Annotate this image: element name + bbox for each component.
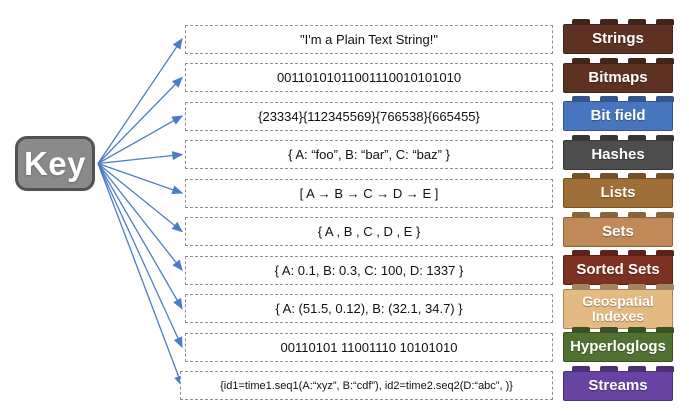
brick-stud xyxy=(600,173,618,179)
brick-stud xyxy=(628,19,646,25)
brick-sorted-sets: Sorted Sets xyxy=(563,250,674,285)
value-box-sets: { A , B , C , D , E } xyxy=(185,217,553,246)
brick-label: Bit field xyxy=(590,107,646,125)
value-box-bitmaps: 00110101011001110010101010 xyxy=(185,63,553,92)
brick-geospatial-indexes: Geospatial Indexes xyxy=(563,283,674,329)
brick-stud xyxy=(572,134,590,141)
value-box-sorted-sets: { A: 0.1, B: 0.3, C: 100, D: 1337 } xyxy=(185,255,553,285)
brick-stud xyxy=(572,19,590,25)
brick-stud xyxy=(600,365,618,372)
brick-stud xyxy=(628,365,646,372)
key-to-value-arrow xyxy=(97,37,183,164)
brick-stud xyxy=(572,327,590,333)
brick-stud xyxy=(656,173,674,179)
key-to-value-arrow xyxy=(97,162,184,195)
brick-stud xyxy=(600,327,618,333)
brick-stud xyxy=(628,211,646,218)
brick-lists: Lists xyxy=(563,173,674,208)
key-node: Key xyxy=(15,136,95,191)
brick-stud xyxy=(628,250,646,256)
brick-streams: Streams xyxy=(563,365,674,401)
value-box-strings: "I'm a Plain Text String!" xyxy=(185,24,553,54)
key-to-value-arrow xyxy=(97,115,184,165)
brick-stud xyxy=(572,283,590,290)
value-box-bit-field: {23334}{112345569}{766538}{665455} xyxy=(185,101,553,131)
brick-stud xyxy=(600,283,618,290)
brick-label: Sets xyxy=(602,222,634,240)
brick-stud xyxy=(656,96,674,102)
brick-strings: Strings xyxy=(563,19,674,54)
brick-label: Strings xyxy=(592,30,644,48)
brick-label: Lists xyxy=(600,184,636,202)
brick-label: Bitmaps xyxy=(588,68,648,86)
key-to-value-arrow xyxy=(97,151,184,165)
brick-stud xyxy=(656,211,674,218)
brick-stud xyxy=(628,96,646,102)
brick-stud xyxy=(628,57,646,64)
value-box-geospatial-indexes: { A: (51.5, 0.12), B: (32.1, 34.7) } xyxy=(185,294,553,323)
brick-stud xyxy=(656,283,674,290)
brick-stud xyxy=(600,211,618,218)
brick-stud xyxy=(628,134,646,141)
brick-stud xyxy=(628,283,646,290)
brick-label: Streams xyxy=(588,376,648,394)
key-to-value-arrow xyxy=(97,163,183,349)
key-label: Key xyxy=(23,144,87,182)
brick-stud xyxy=(656,365,674,372)
brick-stud xyxy=(572,250,590,256)
brick-hyperloglogs: Hyperloglogs xyxy=(563,327,674,362)
brick-stud xyxy=(600,96,618,102)
brick-stud xyxy=(656,327,674,333)
brick-stud xyxy=(572,211,590,218)
value-box-lists: [ A → B → C → D → E ] xyxy=(185,178,553,208)
brick-stud xyxy=(572,173,590,179)
brick-stud xyxy=(628,327,646,333)
brick-label: Hashes xyxy=(591,145,645,163)
key-to-value-arrow xyxy=(97,163,183,387)
brick-stud xyxy=(656,19,674,25)
brick-bitmaps: Bitmaps xyxy=(563,57,674,93)
brick-bit-field: Bit field xyxy=(563,96,674,131)
brick-hashes: Hashes xyxy=(563,134,674,170)
brick-label: Hyperloglogs xyxy=(570,338,666,356)
brick-stud xyxy=(600,250,618,256)
brick-stud xyxy=(572,365,590,372)
brick-stud xyxy=(572,96,590,102)
brick-stud xyxy=(572,57,590,64)
brick-label: Geospatial Indexes xyxy=(582,293,654,324)
brick-stud xyxy=(656,250,674,256)
key-to-value-arrow xyxy=(97,162,184,233)
brick-sets: Sets xyxy=(563,211,674,247)
key-to-value-arrow xyxy=(97,163,183,310)
value-box-hyperloglogs: 00110101 11001110 10101010 xyxy=(185,332,553,362)
brick-label: Sorted Sets xyxy=(576,261,660,279)
value-box-hashes: { A: “foo”, B: “bar”, C: “baz” } xyxy=(185,140,553,169)
key-to-value-arrow xyxy=(97,76,183,164)
brick-stud xyxy=(600,134,618,141)
brick-stud xyxy=(628,173,646,179)
value-box-streams: {id1=time1.seq1(A:“xyz”, B:“cdf”), id2=t… xyxy=(180,371,553,400)
key-to-value-arrow xyxy=(97,163,183,272)
brick-stud xyxy=(600,57,618,64)
brick-stud xyxy=(656,57,674,64)
brick-stud xyxy=(656,134,674,141)
brick-stud xyxy=(600,19,618,25)
